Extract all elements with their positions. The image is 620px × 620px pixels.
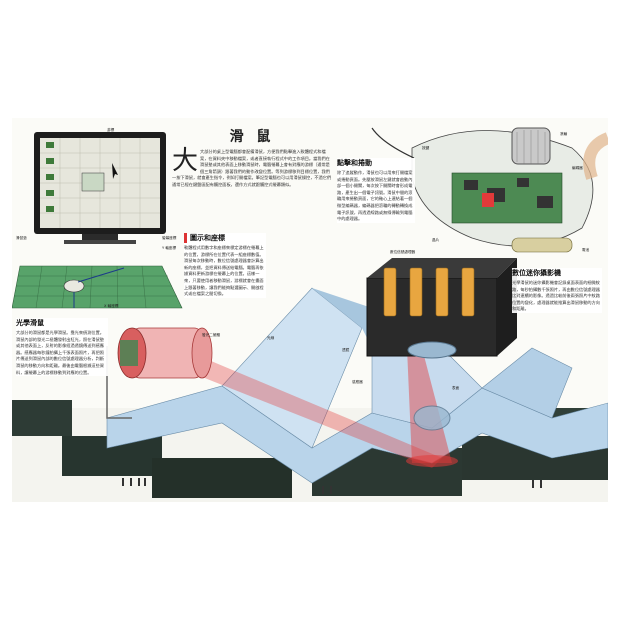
label-battery: 電池 [582, 248, 590, 252]
intro-text: 大大部分的桌上型電腦都會配備滑鼠，方便我們點擊進入軟體程式和檔案，在資料夾中移動… [172, 146, 332, 187]
label-led: 發光二極體 [202, 333, 220, 337]
section-camera-heading: 數位迷你攝影機 [512, 269, 561, 277]
intro-block: 滑 鼠 大大部分的桌上型電腦都會配備滑鼠，方便我們點擊進入軟體程式和檔案，在資料… [172, 126, 332, 189]
book-spread: 滑 鼠 大大部分的桌上型電腦都會配備滑鼠，方便我們點擊進入軟體程式和檔案，在資料… [12, 118, 608, 502]
label-encoder: 編碼器 [572, 166, 583, 170]
label-dsp: 數位信號處理器 [390, 250, 416, 254]
label-wheel: 滾輪 [560, 132, 568, 136]
label-screen-grid: 螢幕座標 [162, 236, 177, 240]
section-click: 點擊和捲動 除了追蹤動作，滑鼠也可以用來打開檔案或捲動頁面。先壓按滑鼠左鍵就會啟… [337, 158, 415, 223]
section-camera-text: 光學滑鼠的迷你攝影機會記錄桌面表面的細微紋路，每秒拍攝數千張照片，再由數位信號處… [512, 280, 600, 312]
section-optical-heading: 光學滑鼠 [16, 319, 44, 327]
label-lens: 透鏡 [342, 348, 350, 352]
section-coords-text: 軟體程式用數字和座標來標定游標在螢幕上的位置，游標所在位置代表一組座標數值。滑鼠… [184, 245, 264, 297]
section-click-heading: 點擊和捲動 [337, 159, 372, 167]
label-pad-surface: 表面 [452, 386, 460, 390]
label-button: 按鍵 [422, 146, 430, 150]
label-chip: 晶片 [432, 238, 440, 242]
label-x-axis: X 軸座標 [104, 304, 119, 308]
label-mouse-pad: 滑鼠墊 [16, 236, 27, 240]
section-optical: 光學滑鼠 大部分的滑鼠都是光學滑鼠。靠光來偵測位置。滑鼠內部的發光二極體發射出紅… [16, 318, 108, 377]
mouse-illustration [12, 127, 608, 502]
section-coords-heading: 圖示和座標 [184, 233, 266, 243]
label-sensor: 感應器 [352, 380, 363, 384]
page-title: 滑 鼠 [229, 129, 275, 145]
label-light: 光線 [267, 336, 275, 340]
drop-cap: 大 [172, 146, 199, 176]
section-optical-text: 大部分的滑鼠都是光學滑鼠。靠光來偵測位置。滑鼠內部的發光二極體發射出紅光，照在滑… [16, 330, 104, 375]
section-coords: 圖示和座標 軟體程式用數字和座標來標定游標在螢幕上的位置，游標所在位置代表一組座… [184, 233, 266, 298]
label-y-axis: Y 軸座標 [162, 246, 177, 250]
section-camera: 數位迷你攝影機 光學滑鼠的迷你攝影機會記錄桌面表面的細微紋路，每秒拍攝數千張照片… [512, 268, 602, 313]
section-click-text: 除了追蹤動作，滑鼠也可以用來打開檔案或捲動頁面。先壓按滑鼠左鍵就會啟動內部一個小… [337, 170, 413, 222]
label-pointer: 游標 [107, 128, 115, 132]
